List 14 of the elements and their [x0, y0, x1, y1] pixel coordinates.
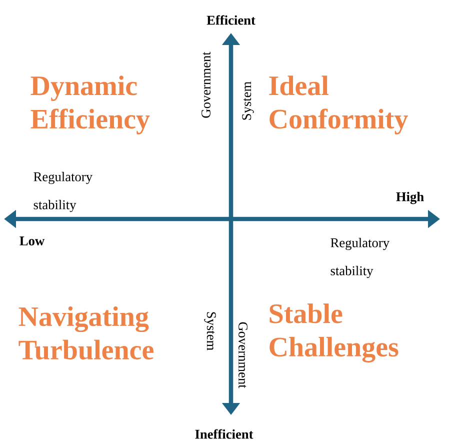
axis-caption: Regulatory stability — [330, 238, 390, 278]
quadrant-title: Ideal Conformity — [269, 76, 408, 134]
quadrant-title: Stable Challenges — [270, 304, 398, 362]
axis-label: High — [396, 192, 424, 204]
axis-caption: System — [242, 82, 254, 120]
axis-caption: System — [204, 312, 216, 350]
axis-caption: Government — [238, 322, 248, 388]
axis-label: Efficient — [206, 15, 256, 25]
axis-label: Low — [20, 236, 45, 246]
axis-label: Inefficient — [195, 429, 254, 439]
axis-caption: Government — [202, 52, 210, 118]
quadrant-title: Dynamic Efficiency — [30, 76, 150, 134]
axis-caption: Regulatory stability — [34, 172, 92, 212]
quadrant-title: Navigating Turbulence — [18, 306, 154, 360]
